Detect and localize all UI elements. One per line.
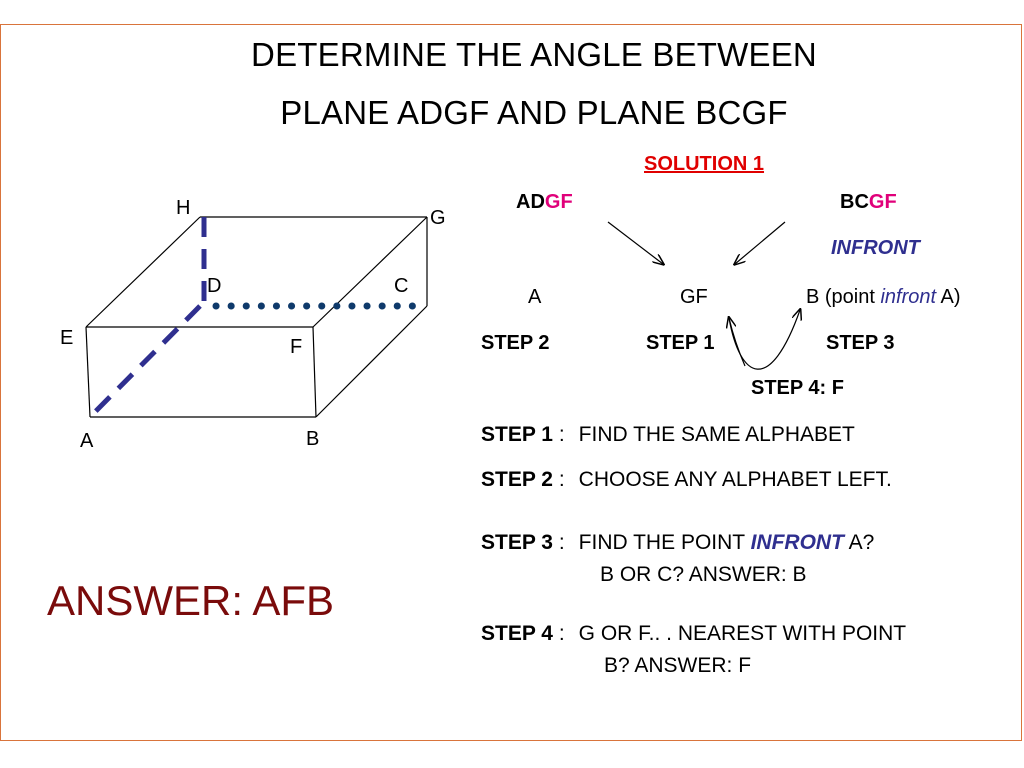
explanation-step-1-text: FIND THE SAME ALPHABET xyxy=(578,423,855,446)
step-4-label: STEP 4: F xyxy=(751,377,844,399)
plane-2-label: BCGF xyxy=(840,191,897,214)
explanation-step-1: STEP 1 : FIND THE SAME ALPHABET xyxy=(481,423,855,447)
explanation-step-3-sep: : xyxy=(552,531,565,554)
explanation-step-2-label: STEP 2 xyxy=(481,468,553,491)
infront-label: INFRONT xyxy=(831,237,920,259)
vertex-label-a: A xyxy=(80,430,94,452)
explanation-step-1-sep: : xyxy=(552,423,565,446)
vertex-label-c: C xyxy=(394,275,409,297)
hidden-edge-da xyxy=(88,304,202,419)
edge-fg xyxy=(312,216,428,328)
row-b-infront: infront xyxy=(880,286,937,308)
arrow-right-to-gf xyxy=(735,221,786,264)
step-3-label: STEP 3 xyxy=(826,332,895,354)
plane-2-prefix: BC xyxy=(840,191,869,213)
vertex-label-f: F xyxy=(290,336,303,358)
arrow-left-to-gf xyxy=(607,221,663,264)
explanation-step-3-line-2: B OR C? ANSWER: B xyxy=(600,563,807,586)
row-b-suffix: A) xyxy=(936,286,961,308)
vertex-label-g: G xyxy=(430,207,446,229)
edge-bc xyxy=(315,305,428,418)
explanation-step-4-line-2: B? ANSWER: F xyxy=(604,654,752,677)
edge-ea xyxy=(85,326,91,418)
explanation-step-3-text-post: A? xyxy=(843,531,875,554)
title-line-2: PLANE ADGF AND PLANE BCGF xyxy=(280,94,788,131)
plane-1-prefix: AD xyxy=(516,191,545,213)
explanation-step-3-text-pre: FIND THE POINT xyxy=(578,531,751,554)
vertex-label-d: D xyxy=(207,275,222,297)
explanation-step-3: STEP 3 : FIND THE POINT INFRONT A? xyxy=(481,531,874,555)
explanation-step-4-sep: : xyxy=(552,622,565,645)
explanation-step-3-label: STEP 3 xyxy=(481,531,553,554)
title-line-1: DETERMINE THE ANGLE BETWEEN xyxy=(251,36,817,73)
curved-arrow-step4-left xyxy=(729,318,746,367)
vertex-label-h: H xyxy=(176,197,191,219)
edge-eh xyxy=(85,216,201,328)
row-a: A xyxy=(528,286,542,308)
explanation-step-2-text: CHOOSE ANY ALPHABET LEFT. xyxy=(578,468,892,491)
row-gf: GF xyxy=(680,286,708,308)
explanation-step-2: STEP 2 : CHOOSE ANY ALPHABET LEFT. xyxy=(481,468,892,492)
explanation-step-3-infront: INFRONT xyxy=(750,531,844,554)
curved-arrow-step4 xyxy=(728,310,800,370)
explanation-step-4: STEP 4 : G OR F.. . NEAREST WITH POINT xyxy=(481,622,906,646)
explanation-step-2-sep: : xyxy=(552,468,565,491)
slide-border xyxy=(0,24,1022,741)
plane-2-common: GF xyxy=(868,191,897,213)
edge-fb xyxy=(312,326,317,418)
row-b-prefix: B (point xyxy=(806,286,881,308)
step-2-label: STEP 2 xyxy=(481,332,550,354)
row-b-point: B (point infront A) xyxy=(806,286,961,309)
vertex-label-b: B xyxy=(306,428,320,450)
explanation-step-4-label: STEP 4 xyxy=(481,622,553,645)
answer-text: ANSWER: AFB xyxy=(47,577,335,624)
step-1-label: STEP 1 xyxy=(646,332,715,354)
plane-1-common: GF xyxy=(544,191,573,213)
explanation-step-1-label: STEP 1 xyxy=(481,423,553,446)
explanation-step-4-text: G OR F.. . NEAREST WITH POINT xyxy=(578,622,907,645)
solution-heading: SOLUTION 1 xyxy=(644,153,765,175)
plane-1-label: ADGF xyxy=(516,191,573,214)
vertex-label-e: E xyxy=(60,327,74,349)
